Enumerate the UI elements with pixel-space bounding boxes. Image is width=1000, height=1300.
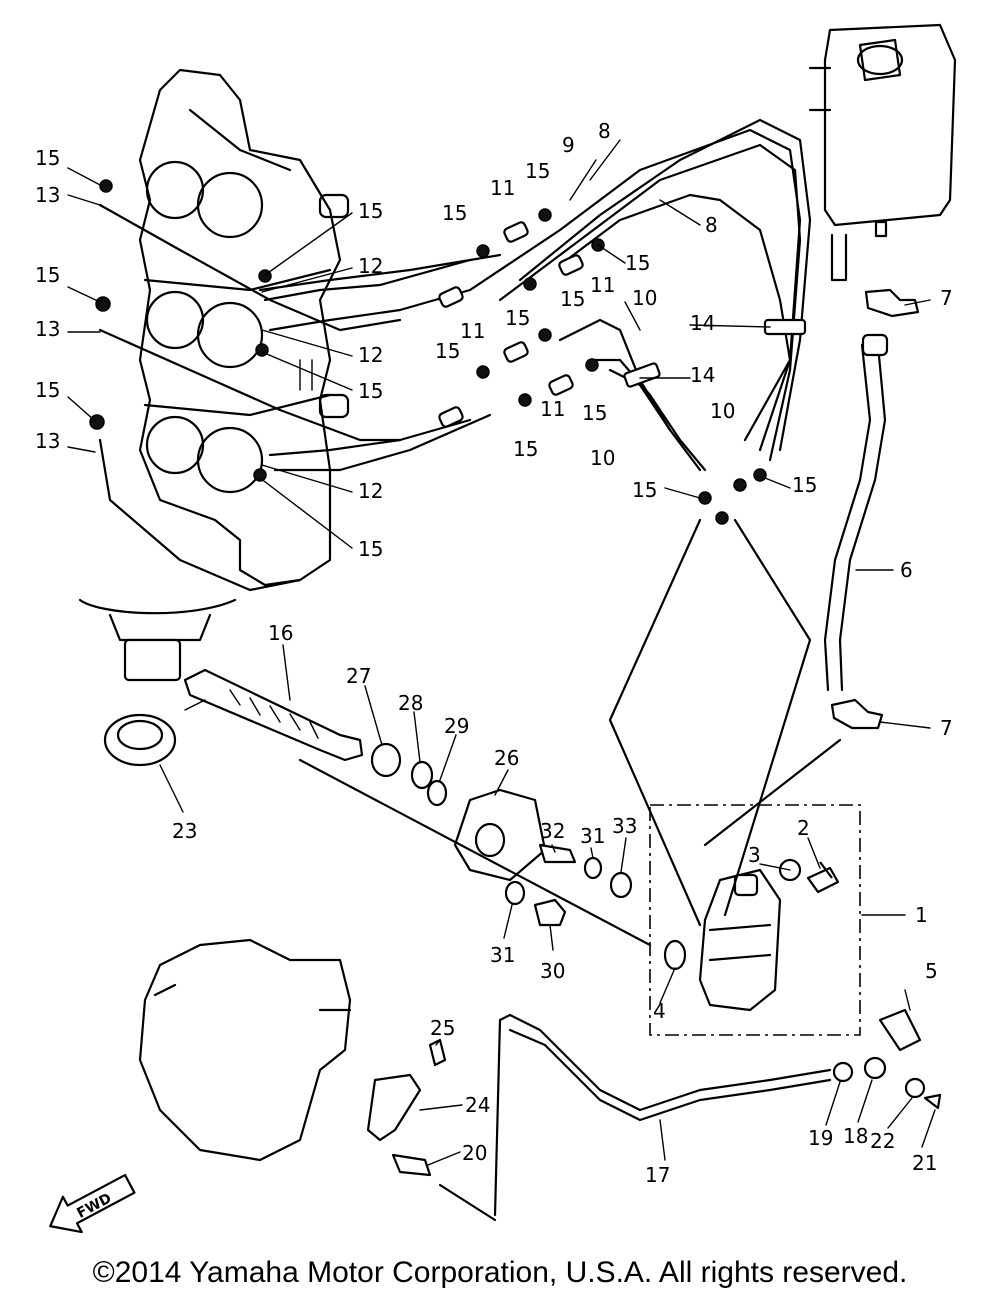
callout-5: 5: [925, 959, 938, 983]
exploded-parts-diagram: FWD 1 2 3 4 5 6 7 7 8: [35, 23, 957, 1234]
callout-15-k: 15: [505, 306, 530, 330]
drive-shaft: [78, 598, 364, 767]
callout-15-n: 15: [513, 437, 538, 461]
callout-8-right: 8: [705, 213, 718, 237]
callout-31-b: 31: [490, 943, 515, 967]
callout-15-p: 15: [792, 473, 817, 497]
callout-25: 25: [430, 1016, 455, 1040]
callout-12-b: 12: [358, 343, 383, 367]
callout-11-c: 11: [460, 319, 485, 343]
callout-33: 33: [612, 814, 637, 838]
callout-2: 2: [797, 816, 810, 840]
callout-13-c: 13: [35, 429, 60, 453]
callout-22: 22: [870, 1129, 895, 1153]
callout-15-c: 15: [35, 378, 60, 402]
callout-15-j: 15: [560, 287, 585, 311]
callout-12-c: 12: [358, 479, 383, 503]
callout-11-d: 11: [540, 397, 565, 421]
callout-10-low: 10: [590, 446, 615, 470]
callout-15-g: 15: [525, 159, 550, 183]
callout-3: 3: [748, 843, 761, 867]
callout-7-top: 7: [940, 286, 953, 310]
cylinder-oil-lines: [98, 203, 502, 592]
callout-24: 24: [465, 1093, 490, 1117]
callout-30: 30: [540, 959, 565, 983]
fwd-direction-arrow: FWD: [49, 1173, 136, 1234]
callout-15-l: 15: [435, 339, 460, 363]
callout-12-a: 12: [358, 254, 383, 278]
callout-14-b: 14: [690, 363, 715, 387]
oil-tank: [808, 23, 957, 282]
callout-15-i: 15: [625, 251, 650, 275]
callout-13-b: 13: [35, 317, 60, 341]
callout-15-h: 15: [442, 201, 467, 225]
callout-8-top: 8: [598, 119, 611, 143]
callout-15-b: 15: [35, 263, 60, 287]
callout-10-top: 10: [632, 286, 657, 310]
hose-6: [823, 288, 920, 730]
callout-20: 20: [462, 1141, 487, 1165]
callout-6: 6: [900, 558, 913, 582]
callout-18: 18: [843, 1124, 868, 1148]
leader-lines: [67, 139, 936, 1166]
copyright-notice: ©2014 Yamaha Motor Corporation, U.S.A. A…: [92, 1256, 908, 1289]
pump-parts: [298, 742, 652, 947]
callout-15-d: 15: [358, 199, 383, 223]
callout-28: 28: [398, 691, 423, 715]
callout-23: 23: [172, 819, 197, 843]
callout-19: 19: [808, 1126, 833, 1150]
oil-pump-assembly: [608, 518, 922, 1052]
callout-32: 32: [540, 819, 565, 843]
callout-26: 26: [494, 746, 519, 770]
callout-14-a: 14: [690, 311, 715, 335]
callout-labels: 1 2 3 4 5 6 7 7 8 8 9 10 10 10 11 11 11 …: [35, 119, 953, 1187]
callout-29: 29: [444, 714, 469, 738]
callout-15-e: 15: [358, 379, 383, 403]
callout-11-a: 11: [490, 176, 515, 200]
callout-17: 17: [645, 1163, 670, 1187]
callout-21: 21: [912, 1151, 937, 1175]
callout-15-m: 15: [582, 401, 607, 425]
callout-10-mid: 10: [710, 399, 735, 423]
callout-15-o: 15: [632, 478, 657, 502]
callout-15-a: 15: [35, 146, 60, 170]
callout-7-bottom: 7: [940, 716, 953, 740]
callout-13-a: 13: [35, 183, 60, 207]
callout-16: 16: [268, 621, 293, 645]
callout-1: 1: [915, 903, 928, 927]
callout-11-b: 11: [590, 273, 615, 297]
callout-9: 9: [562, 133, 575, 157]
callout-15-f: 15: [358, 537, 383, 561]
callout-31-a: 31: [580, 824, 605, 848]
engine-block: [138, 68, 350, 587]
lower-housing: [138, 938, 942, 1222]
callout-27: 27: [346, 664, 371, 688]
callout-4: 4: [653, 999, 666, 1023]
